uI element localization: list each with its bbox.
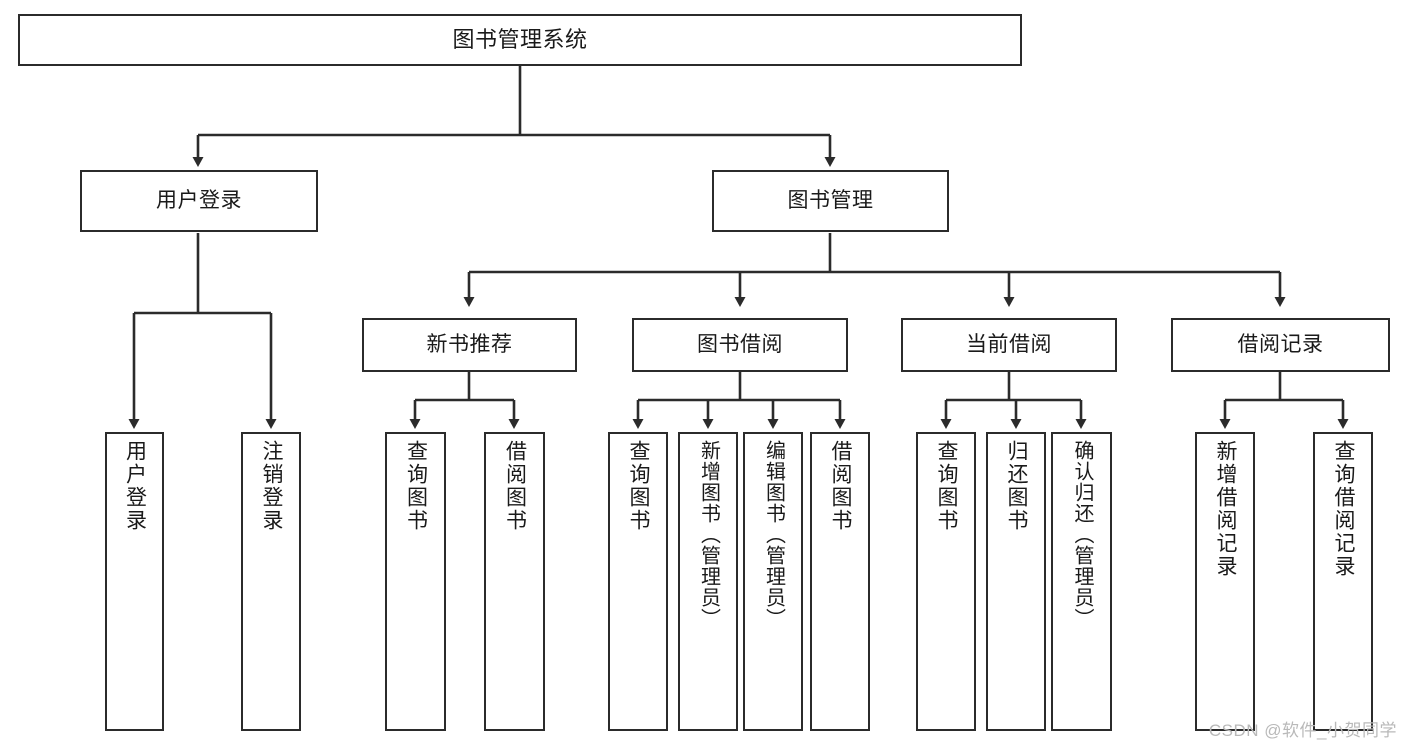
node-borrow-records[interactable]: 借阅记录 bbox=[1171, 318, 1390, 372]
node-leaf-add-borrow-record[interactable]: 新增借阅记录 bbox=[1195, 432, 1255, 731]
node-leaf-query-borrow-record[interactable]: 查询借阅记录 bbox=[1313, 432, 1373, 731]
node-label: 图书管理系统 bbox=[452, 27, 588, 53]
node-label: 确认归还（管理员） bbox=[1071, 440, 1093, 629]
node-label: 查询图书 bbox=[627, 440, 651, 532]
node-label: 新书推荐 bbox=[426, 332, 513, 356]
node-leaf-query-book-2[interactable]: 查询图书 bbox=[608, 432, 668, 731]
node-leaf-borrow-book-2[interactable]: 借阅图书 bbox=[810, 432, 870, 731]
node-leaf-edit-book-admin[interactable]: 编辑图书（管理员） bbox=[743, 432, 803, 731]
node-current-borrow[interactable]: 当前借阅 bbox=[901, 318, 1117, 372]
node-label: 注销登录 bbox=[260, 440, 284, 532]
node-leaf-borrow-book-1[interactable]: 借阅图书 bbox=[484, 432, 545, 731]
node-label: 新增借阅记录 bbox=[1214, 440, 1238, 578]
node-label: 用户登录 bbox=[156, 188, 242, 212]
node-label: 查询图书 bbox=[404, 440, 428, 532]
node-label: 用户登录 bbox=[123, 440, 147, 532]
node-label: 新增图书（管理员） bbox=[697, 440, 720, 629]
node-leaf-query-book-1[interactable]: 查询图书 bbox=[385, 432, 446, 731]
node-label: 编辑图书（管理员） bbox=[762, 440, 785, 629]
node-label: 查询借阅记录 bbox=[1332, 440, 1356, 578]
node-label: 借阅记录 bbox=[1237, 332, 1324, 356]
node-label: 当前借阅 bbox=[966, 332, 1052, 356]
node-leaf-confirm-return-admin[interactable]: 确认归还（管理员） bbox=[1051, 432, 1112, 731]
node-label: 借阅图书 bbox=[503, 440, 527, 532]
node-label: 借阅图书 bbox=[829, 440, 853, 532]
node-new-book-recommend[interactable]: 新书推荐 bbox=[362, 318, 577, 372]
node-leaf-query-book-3[interactable]: 查询图书 bbox=[916, 432, 976, 731]
node-label: 图书借阅 bbox=[697, 332, 783, 356]
node-label: 查询图书 bbox=[935, 440, 959, 532]
node-book-management[interactable]: 图书管理 bbox=[712, 170, 949, 232]
node-leaf-add-book-admin[interactable]: 新增图书（管理员） bbox=[678, 432, 738, 731]
csdn-watermark: CSDN @软件_小贺同学 bbox=[1208, 721, 1397, 740]
node-leaf-user-login[interactable]: 用户登录 bbox=[105, 432, 164, 731]
node-leaf-return-book[interactable]: 归还图书 bbox=[986, 432, 1046, 731]
node-user-login[interactable]: 用户登录 bbox=[80, 170, 318, 232]
node-label: 图书管理 bbox=[787, 188, 874, 212]
node-leaf-logout[interactable]: 注销登录 bbox=[241, 432, 301, 731]
node-label: 归还图书 bbox=[1005, 440, 1029, 532]
node-book-borrow[interactable]: 图书借阅 bbox=[632, 318, 848, 372]
node-root[interactable]: 图书管理系统 bbox=[18, 14, 1022, 66]
